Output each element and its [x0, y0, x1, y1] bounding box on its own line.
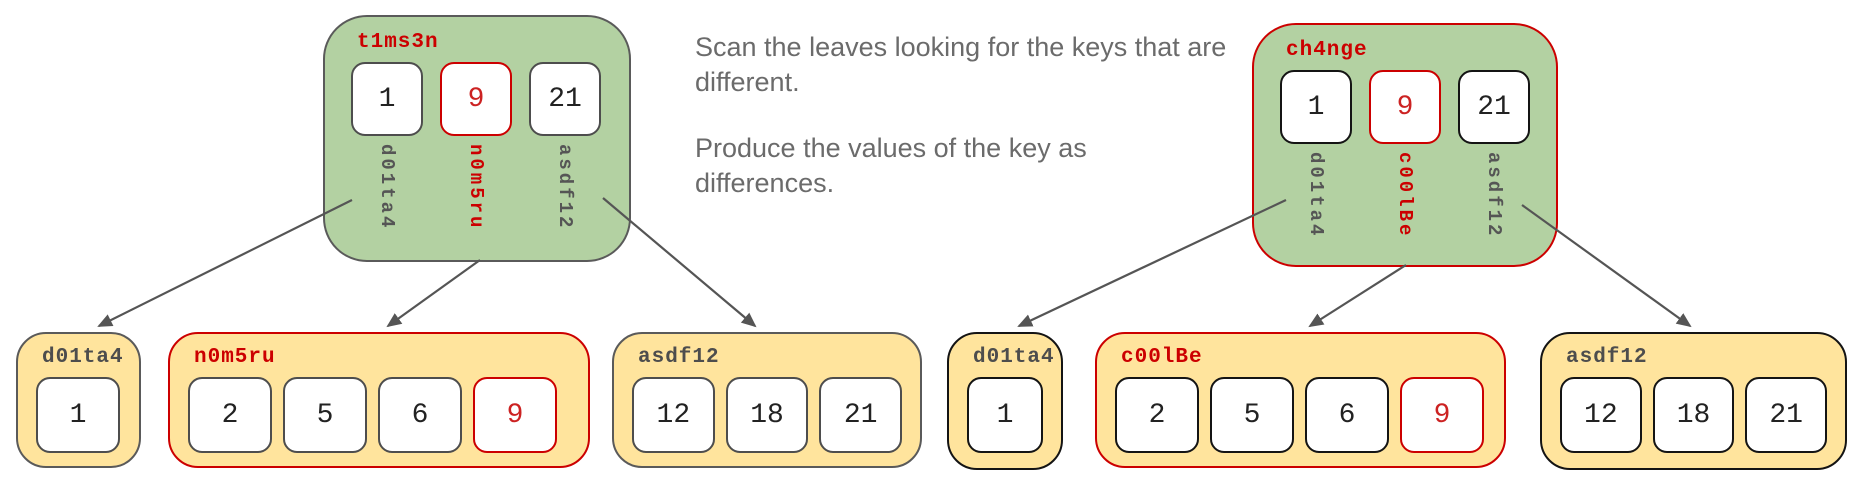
arrow-left-root-to-d01ta4	[97, 199, 353, 327]
left-leaf-d01ta4: d01ta4 1	[16, 332, 141, 468]
instructions-paragraph-1: Scan the leaves looking for the keys tha…	[695, 32, 1227, 97]
child-pointer-slot: d01ta4	[351, 144, 423, 252]
leaf-value: 2	[221, 399, 239, 431]
key-box: 21	[529, 62, 601, 136]
leaf-value: 6	[411, 399, 429, 431]
right-root-child-pointers: d01ta4 c00lBe asdf12	[1280, 152, 1556, 260]
key-value: 1	[1307, 91, 1325, 123]
value-box: 1	[36, 377, 120, 453]
leaf-label: d01ta4	[973, 346, 1055, 369]
key-box-highlighted: 9	[1369, 70, 1441, 144]
key-value: 21	[1477, 91, 1511, 123]
value-box: 2	[188, 377, 272, 453]
child-pointer-label: asdf12	[554, 144, 576, 231]
leaf-value: 1	[996, 399, 1014, 431]
value-box-highlighted: 9	[1400, 377, 1484, 453]
right-root-keys-row: 1 9 21	[1280, 70, 1556, 144]
leaf-label-highlighted: c00lBe	[1121, 346, 1203, 369]
left-root-label: t1ms3n	[357, 31, 439, 54]
leaf-value: 18	[1676, 399, 1711, 431]
child-pointer-label-highlighted: n0m5ru	[465, 144, 487, 231]
leaf-value: 1	[69, 399, 87, 431]
value-box-highlighted: 9	[473, 377, 557, 453]
value-box: 1	[967, 377, 1043, 453]
leaf-values-row: 2 5 6 9	[1115, 377, 1486, 453]
leaf-values-row: 1	[967, 377, 1043, 453]
leaf-label: asdf12	[638, 346, 720, 369]
value-box: 18	[1652, 377, 1735, 453]
leaf-value: 12	[656, 399, 691, 431]
leaf-label-highlighted: n0m5ru	[194, 346, 276, 369]
value-box: 6	[378, 377, 462, 453]
left-root-keys-row: 1 9 21	[351, 62, 629, 136]
right-root-label: ch4nge	[1286, 39, 1368, 62]
leaf-value: 5	[316, 399, 334, 431]
child-pointer-label: d01ta4	[1305, 152, 1327, 239]
child-pointer-slot: asdf12	[1458, 152, 1530, 260]
leaf-value: 9	[506, 399, 524, 431]
leaf-value: 5	[1243, 399, 1261, 431]
child-pointer-slot: d01ta4	[1280, 152, 1352, 260]
arrow-right-root-to-c00lBe	[1308, 264, 1407, 328]
child-pointer-label-highlighted: c00lBe	[1394, 152, 1416, 239]
value-box: 21	[819, 377, 903, 453]
leaf-values-row: 12 18 21	[1560, 377, 1828, 453]
leaf-label: asdf12	[1566, 346, 1648, 369]
arrow-left-root-to-n0m5ru	[386, 259, 481, 328]
child-pointer-slot: n0m5ru	[440, 144, 512, 252]
key-box: 1	[1280, 70, 1352, 144]
key-value: 9	[467, 83, 485, 115]
leaf-values-row: 1	[36, 377, 121, 453]
child-pointer-slot: c00lBe	[1369, 152, 1441, 260]
leaf-value: 12	[1584, 399, 1618, 431]
instructions-text: Scan the leaves looking for the keys tha…	[695, 30, 1230, 201]
leaf-value: 6	[1338, 399, 1356, 431]
leaf-value: 2	[1148, 399, 1166, 431]
child-pointer-slot: asdf12	[529, 144, 601, 252]
child-pointer-label: d01ta4	[376, 144, 398, 231]
key-box-highlighted: 9	[440, 62, 512, 136]
value-box: 5	[1210, 377, 1294, 453]
right-leaf-c00lBe: c00lBe 2 5 6 9	[1095, 332, 1506, 468]
leaf-value: 21	[843, 399, 878, 431]
value-box: 12	[632, 377, 715, 453]
key-value: 9	[1396, 91, 1414, 123]
key-box: 21	[1458, 70, 1530, 144]
right-root-node: ch4nge 1 9 21 d01ta4 c00lBe asdf12	[1252, 23, 1558, 267]
key-value: 21	[548, 83, 582, 115]
leaf-values-row: 2 5 6 9	[188, 377, 570, 453]
child-pointer-label: asdf12	[1483, 152, 1505, 239]
leaf-value: 18	[750, 399, 784, 431]
right-leaf-d01ta4: d01ta4 1	[947, 332, 1063, 470]
value-box: 12	[1560, 377, 1642, 453]
value-box: 18	[725, 377, 809, 453]
value-box: 21	[1745, 377, 1828, 453]
key-box: 1	[351, 62, 423, 136]
value-box: 6	[1305, 377, 1389, 453]
value-box: 2	[1115, 377, 1199, 453]
left-root-child-pointers: d01ta4 n0m5ru asdf12	[351, 144, 629, 252]
left-leaf-asdf12: asdf12 12 18 21	[612, 332, 922, 468]
left-leaf-n0m5ru: n0m5ru 2 5 6 9	[168, 332, 590, 468]
leaf-values-row: 12 18 21	[632, 377, 903, 453]
left-root-node: t1ms3n 1 9 21 d01ta4 n0m5ru asdf12	[323, 15, 631, 262]
leaf-value: 21	[1769, 399, 1803, 431]
key-value: 1	[378, 83, 396, 115]
instructions-paragraph-2: Produce the values of the key as differe…	[695, 133, 1087, 198]
arrow-right-root-to-d01ta4	[1017, 199, 1287, 327]
value-box: 5	[283, 377, 367, 453]
leaf-label: d01ta4	[42, 346, 124, 369]
leaf-value: 9	[1433, 399, 1451, 431]
right-leaf-asdf12: asdf12 12 18 21	[1540, 332, 1847, 470]
